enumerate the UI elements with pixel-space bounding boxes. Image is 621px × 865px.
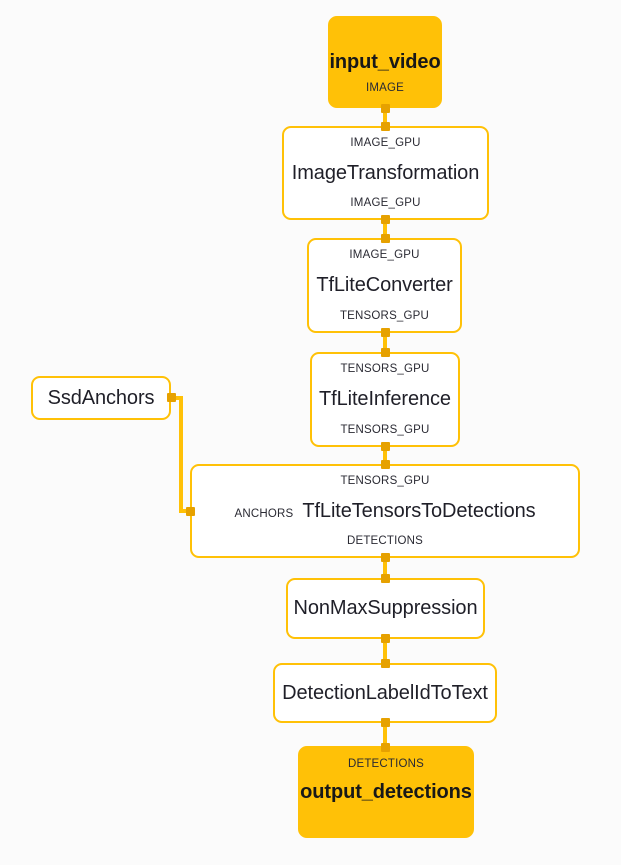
port-ssd-anchors-out[interactable]: [167, 393, 176, 402]
port-tflite-inference-in[interactable]: [381, 348, 390, 357]
node-non-max-suppression-label: NonMaxSuppression: [293, 597, 478, 619]
node-image-transformation-output-port-label: IMAGE_GPU: [350, 197, 421, 209]
node-output-detections-label: output_detections: [300, 780, 472, 803]
node-ssd-anchors[interactable]: SsdAnchors: [31, 376, 171, 420]
node-tflite-tensors-to-detections[interactable]: TENSORS_GPU ANCHORS TfLiteTensorsToDetec…: [190, 464, 580, 558]
node-tflite-inference-output-port-label: TENSORS_GPU: [340, 424, 430, 436]
port-tflite-tensors-to-detections-out[interactable]: [381, 553, 390, 562]
node-detection-label-id-to-text-label: DetectionLabelIdToText: [282, 681, 488, 704]
node-tflite-tensors-to-detections-anchors-port-label: ANCHORS: [234, 507, 294, 520]
node-tflite-tensors-to-detections-input-port-label: TENSORS_GPU: [340, 475, 430, 487]
node-tflite-tensors-to-detections-output-port-label: DETECTIONS: [346, 535, 424, 547]
port-image-transformation-in[interactable]: [381, 122, 390, 131]
node-output-detections-input-port-label: DETECTIONS: [347, 758, 425, 770]
node-image-transformation[interactable]: IMAGE_GPU ImageTransformation IMAGE_GPU: [282, 126, 489, 220]
node-image-transformation-input-port-label: IMAGE_GPU: [350, 137, 421, 149]
node-detection-label-id-to-text[interactable]: DetectionLabelIdToText: [273, 663, 497, 723]
edge-ssd-anchors-to-tensors-to-detections: [172, 396, 191, 513]
port-image-transformation-out[interactable]: [381, 215, 390, 224]
node-ssd-anchors-label: SsdAnchors: [47, 386, 155, 409]
node-input-video[interactable]: input_video IMAGE: [328, 16, 442, 108]
node-tflite-converter-output-port-label: TENSORS_GPU: [339, 310, 430, 322]
node-image-transformation-label: ImageTransformation: [291, 161, 480, 184]
port-detection-label-id-to-text-out[interactable]: [381, 718, 390, 727]
port-non-max-suppression-out[interactable]: [381, 634, 390, 643]
port-tflite-tensors-to-detections-anchors-in[interactable]: [186, 507, 195, 516]
node-tflite-tensors-to-detections-label: TfLiteTensorsToDetections: [302, 499, 536, 522]
node-output-detections[interactable]: DETECTIONS output_detections: [298, 746, 474, 838]
node-non-max-suppression[interactable]: NonMaxSuppression: [286, 578, 485, 639]
port-tflite-tensors-to-detections-in[interactable]: [381, 460, 390, 469]
port-tflite-converter-out[interactable]: [381, 328, 390, 337]
node-input-video-output-port-label: IMAGE: [365, 82, 405, 94]
node-tflite-converter-label: TfLiteConverter: [316, 274, 453, 296]
port-tflite-inference-out[interactable]: [381, 442, 390, 451]
port-tflite-converter-in[interactable]: [381, 234, 390, 243]
port-output-detections-in[interactable]: [381, 743, 390, 752]
node-tflite-converter[interactable]: IMAGE_GPU TfLiteConverter TENSORS_GPU: [307, 238, 462, 333]
node-tflite-inference[interactable]: TENSORS_GPU TfLiteInference TENSORS_GPU: [310, 352, 460, 447]
node-tflite-inference-label: TfLiteInference: [319, 388, 451, 410]
node-input-video-label: input_video: [329, 50, 441, 73]
port-input-video-out[interactable]: [381, 104, 390, 113]
port-non-max-suppression-in[interactable]: [381, 574, 390, 583]
port-detection-label-id-to-text-in[interactable]: [381, 659, 390, 668]
node-tflite-converter-input-port-label: IMAGE_GPU: [349, 249, 420, 261]
node-tflite-tensors-to-detections-title-row: ANCHORS TfLiteTensorsToDetections: [234, 499, 536, 522]
node-tflite-inference-input-port-label: TENSORS_GPU: [340, 363, 430, 375]
